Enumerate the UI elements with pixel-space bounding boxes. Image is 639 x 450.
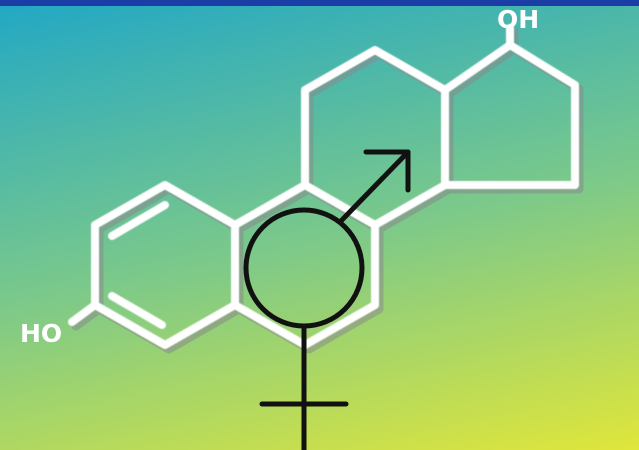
ring-d [441, 41, 579, 189]
hydroxyl-label-top: OH [497, 5, 539, 34]
bond-layer [68, 24, 579, 349]
hydroxyl-bond-left [68, 301, 99, 326]
ring-c [301, 46, 449, 229]
ring-a-double-bond-1 [108, 201, 169, 240]
top-border-bar [0, 0, 639, 6]
hydroxyl-label-left: HO [20, 319, 62, 348]
mars-icon [337, 149, 411, 225]
hydroxyl-bond-left-shadow [71, 304, 104, 331]
ring-a-double-bond-2 [108, 292, 166, 329]
ring-b [231, 181, 379, 349]
venus-icon [243, 207, 365, 450]
